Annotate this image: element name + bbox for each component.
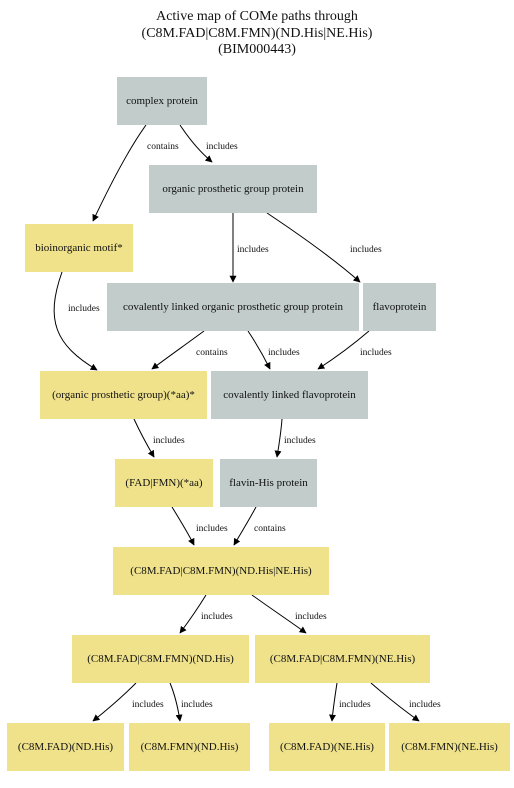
node-c8m-fad-nd-his: (C8M.FAD)(ND.His)	[7, 723, 124, 771]
title-line-1: Active map of COMe paths through	[156, 9, 358, 24]
node-c8m-fmn-nd-his: (C8M.FMN)(ND.His)	[129, 723, 250, 771]
edge-label-includes: includes	[201, 612, 233, 622]
node-fad-fmn-aa: (FAD|FMN)(*aa)	[115, 459, 213, 507]
node-c8m-fad-fmn-ne-his: (C8M.FAD|C8M.FMN)(NE.His)	[255, 635, 430, 683]
edge-cl-flavoprotein-to-flavin-his	[274, 418, 283, 458]
edge-label-includes: includes	[237, 245, 269, 255]
edge-label-includes: includes	[268, 348, 300, 358]
edge-cl-opg-to-cl-flavoprotein	[247, 330, 271, 370]
node-covalently-linked-opg-protein: covalently linked organic prosthetic gro…	[107, 283, 359, 331]
edge-ne-his-to-fad-ne	[329, 682, 338, 722]
title-line-2: (C8M.FAD|C8M.FMN)(ND.His|NE.His)	[141, 25, 373, 41]
edge-opg-protein-to-flavoprotein	[266, 212, 361, 283]
node-c8m-fad-fmn-nd-ne-his: (C8M.FAD|C8M.FMN)(ND.His|NE.His)	[113, 547, 329, 595]
edge-label-includes: includes	[68, 304, 100, 314]
edge-label-includes: includes	[132, 700, 164, 710]
node-organic-prosthetic-group-aa: (organic prosthetic group)(*aa)*	[40, 371, 207, 419]
edge-label-includes: includes	[153, 436, 185, 446]
node-organic-prosthetic-group-protein: organic prosthetic group protein	[149, 165, 317, 213]
edge-cl-opg-to-opg-aa	[151, 330, 205, 370]
node-c8m-fad-fmn-nd-his: (C8M.FAD|C8M.FMN)(ND.His)	[72, 635, 249, 683]
edge-complex-to-opg-protein	[179, 124, 213, 163]
node-covalently-linked-flavoprotein: covalently linked flavoprotein	[211, 371, 368, 419]
edge-nd-his-to-fmn-nd	[169, 682, 183, 722]
edge-label-includes: includes	[295, 612, 327, 622]
edge-fad-fmn-aa-to-c8m-root	[171, 506, 195, 546]
edge-label-contains: contains	[196, 348, 228, 358]
node-bioinorganic-motif: bioinorganic motif*	[25, 224, 133, 272]
edge-opg-aa-to-fad-fmn-aa	[133, 418, 155, 458]
edge-label-includes: includes	[409, 700, 441, 710]
edge-label-includes: includes	[196, 524, 228, 534]
edge-label-contains: contains	[254, 524, 286, 534]
node-flavoprotein: flavoprotein	[363, 283, 436, 331]
node-c8m-fad-ne-his: (C8M.FAD)(NE.His)	[269, 723, 385, 771]
edge-flavoprotein-to-cl-flavoprotein	[317, 330, 370, 370]
edge-nd-his-to-fad-nd	[92, 682, 137, 722]
edge-label-includes: includes	[360, 348, 392, 358]
edge-label-includes: includes	[181, 700, 213, 710]
edge-ne-his-to-fmn-ne	[370, 682, 420, 722]
edge-complex-to-bioinorganic	[92, 124, 147, 222]
edge-label-includes: includes	[339, 700, 371, 710]
title-line-3: (BIM000443)	[218, 42, 296, 57]
node-c8m-fmn-ne-his: (C8M.FMN)(NE.His)	[389, 723, 510, 771]
edge-label-contains: contains	[147, 142, 179, 152]
diagram-title: Active map of COMe paths through (C8M.FA…	[0, 9, 514, 59]
node-complex-protein: complex protein	[117, 77, 207, 125]
edge-label-includes: includes	[284, 436, 316, 446]
edge-bioinorganic-to-opg-aa	[53, 271, 98, 371]
edge-flavin-his-to-c8m-root	[233, 506, 257, 546]
edge-label-includes: includes	[206, 142, 238, 152]
edge-c8m-root-to-ne-his	[251, 594, 307, 634]
edge-label-includes: includes	[350, 245, 382, 255]
node-flavin-his-protein: flavin-His protein	[220, 459, 317, 507]
edge-c8m-root-to-nd-his	[179, 594, 207, 634]
